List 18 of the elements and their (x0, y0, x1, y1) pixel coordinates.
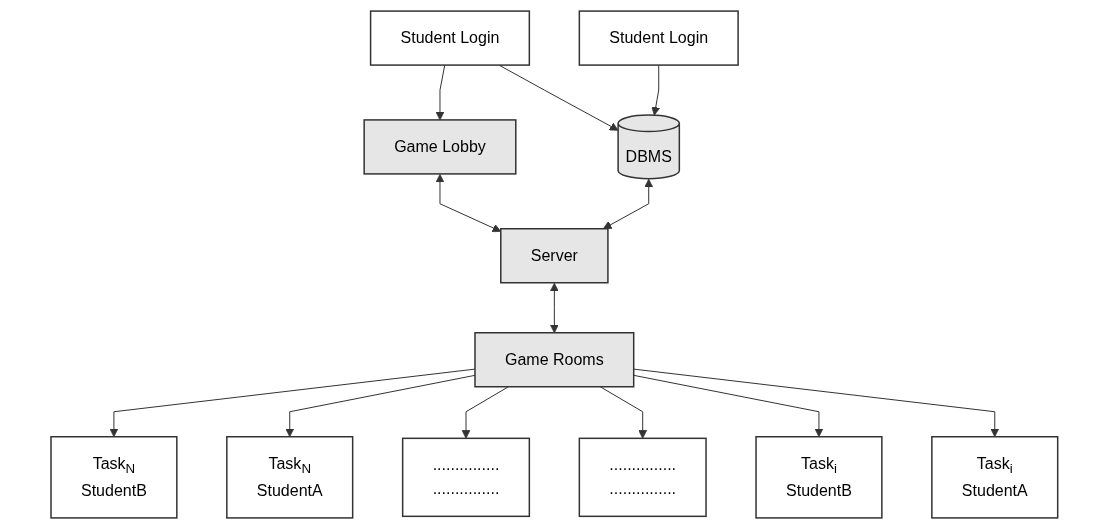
arrow (602, 178, 653, 230)
node-box: Task$_{N}$ StudentB (49, 436, 178, 519)
arrow (549, 282, 559, 334)
node-box: Student Login (369, 10, 530, 66)
node-box: Task$_{N}$ StudentA (225, 436, 354, 519)
arrow (435, 64, 445, 121)
node-box: Student Login (578, 10, 739, 66)
arrow (435, 173, 501, 233)
node-box: Task$_{i}$ StudentB (754, 436, 883, 519)
node-box: Task$_{i}$ StudentA (930, 436, 1059, 519)
arrow (651, 64, 660, 116)
node-box: Game Rooms (473, 332, 635, 388)
node-box: Game Lobby (363, 119, 517, 175)
arrow (599, 386, 647, 439)
arrow (461, 386, 509, 439)
node-box: Server (499, 228, 609, 284)
node-box: ............... ............... (401, 437, 530, 518)
node-box: ............... ............... (578, 437, 707, 518)
